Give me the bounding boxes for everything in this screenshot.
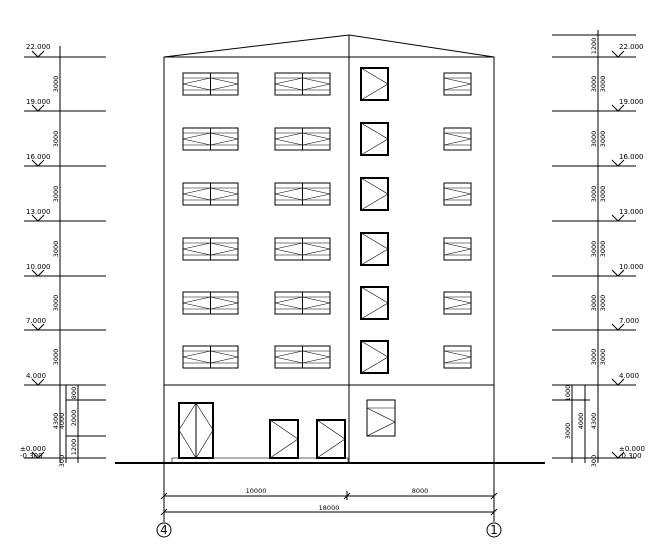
level-label: 10.000 <box>26 263 51 271</box>
dim-label: 3000 <box>590 295 598 312</box>
bottom-dimensions: 10000 8000 18000 <box>160 463 498 522</box>
left-dimension-chain <box>24 46 106 463</box>
level-label: 7.000 <box>619 317 639 325</box>
casement-window <box>360 122 389 156</box>
sliding-window <box>182 72 239 96</box>
dim-label: 300 <box>58 455 66 467</box>
sliding-window <box>274 127 331 151</box>
dim-label: 8000 <box>412 487 429 495</box>
window-grid <box>182 67 472 374</box>
small-window <box>443 127 472 151</box>
small-window <box>443 291 472 315</box>
dim-label: 3000 <box>590 76 598 93</box>
casement-window <box>360 177 389 211</box>
dim-label: 10000 <box>246 487 267 495</box>
dim-label: 4000 <box>577 413 585 430</box>
right-dimension-chain <box>552 30 636 463</box>
sliding-window <box>182 345 239 369</box>
level-label: 4.000 <box>619 372 639 380</box>
dim-label: 3000 <box>590 349 598 366</box>
dim-label: 3000 <box>590 131 598 148</box>
ground-level-label: -0.300 <box>619 452 642 460</box>
level-label: 16.000 <box>26 153 51 161</box>
dim-label: 1200 <box>70 439 78 456</box>
left-storey-dims: 3000 3000 3000 3000 3000 3000 4300 4000 … <box>52 76 78 467</box>
level-label: 13.000 <box>26 208 51 216</box>
axis-bubble-4: 4 <box>156 522 172 538</box>
level-label: ±0.000 <box>619 445 645 453</box>
dim-label: 4300 <box>590 413 598 430</box>
dim-label: 3000 <box>52 76 60 93</box>
dim-label: 3000 <box>564 423 572 440</box>
sliding-window <box>274 72 331 96</box>
level-label: 13.000 <box>619 208 644 216</box>
dim-label: 3000 <box>599 186 607 203</box>
dim-label: 2000 <box>70 410 78 427</box>
dim-label: 800 <box>70 387 78 399</box>
door-1 <box>269 419 299 459</box>
sliding-window <box>182 127 239 151</box>
dim-label: 3000 <box>599 131 607 148</box>
sliding-window <box>182 237 239 261</box>
level-label: 19.000 <box>26 98 51 106</box>
casement-window <box>360 286 389 320</box>
dim-label: 3000 <box>590 241 598 258</box>
left-level-labels: 22.000 19.000 16.000 13.000 10.000 7.000… <box>20 43 51 460</box>
level-label: 19.000 <box>619 98 644 106</box>
level-label: 22.000 <box>619 43 644 51</box>
level-label: 22.000 <box>26 43 51 51</box>
axis-label: 1 <box>490 523 498 537</box>
sliding-window <box>274 345 331 369</box>
small-window <box>443 345 472 369</box>
dim-label: 3000 <box>599 76 607 93</box>
dim-label: 300 <box>590 455 598 467</box>
dim-label: 3000 <box>599 349 607 366</box>
sliding-window <box>182 291 239 315</box>
dim-label: 3000 <box>52 131 60 148</box>
small-window <box>443 237 472 261</box>
ground-window <box>366 399 396 437</box>
dim-label: 3000 <box>52 186 60 203</box>
sliding-window <box>274 182 331 206</box>
sliding-window <box>182 182 239 206</box>
dim-label: 3000 <box>599 295 607 312</box>
level-label: 10.000 <box>619 263 644 271</box>
level-label: ±0.000 <box>20 445 46 453</box>
dim-label: 3000 <box>590 186 598 203</box>
entrance-door <box>178 402 214 459</box>
level-label: 4.000 <box>26 372 46 380</box>
dim-label: 3000 <box>52 241 60 258</box>
total-dim-label: 18000 <box>319 504 340 512</box>
right-level-labels: 22.000 19.000 16.000 13.000 10.000 7.000… <box>619 43 645 460</box>
casement-window <box>360 340 389 374</box>
ground-level-label: -0.300 <box>20 452 43 460</box>
sliding-window <box>274 237 331 261</box>
axis-label: 4 <box>160 523 168 537</box>
dim-label: 1000 <box>564 385 572 402</box>
level-label: 16.000 <box>619 153 644 161</box>
level-label: 7.000 <box>26 317 46 325</box>
axis-bubble-1: 1 <box>486 522 502 538</box>
small-window <box>443 72 472 96</box>
casement-window <box>360 67 389 101</box>
dim-label: 1200 <box>590 38 598 55</box>
sliding-window <box>274 291 331 315</box>
building-outline <box>115 34 545 464</box>
dim-label: 3000 <box>52 349 60 366</box>
dim-label: 4000 <box>58 413 66 430</box>
dim-label: 3000 <box>52 295 60 312</box>
right-storey-dims: 1200 3000 3000 3000 3000 3000 3000 3000 … <box>564 38 607 467</box>
level-markers <box>31 50 625 459</box>
small-window <box>443 182 472 206</box>
dim-label: 3000 <box>599 241 607 258</box>
dim-label: 4300 <box>52 413 60 430</box>
door-2 <box>316 419 346 459</box>
casement-window <box>360 232 389 266</box>
